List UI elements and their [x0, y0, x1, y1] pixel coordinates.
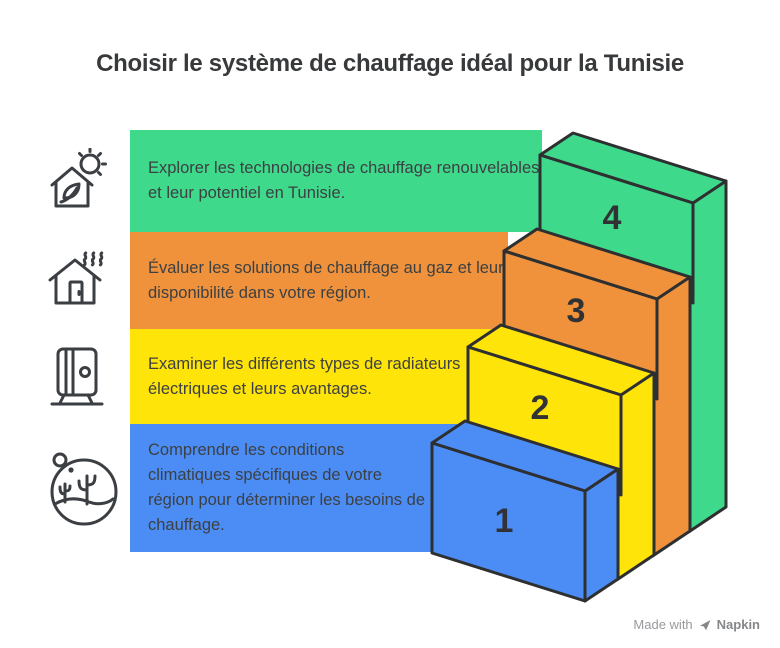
watermark-made-with: Made with [633, 617, 693, 632]
ground-line [53, 497, 115, 506]
radiator-feet [58, 393, 94, 405]
sun-rays [78, 148, 107, 176]
band-renewables: Explorer les technologies de chauffage r… [130, 130, 542, 232]
napkin-logo-icon [699, 619, 711, 630]
step-2-number: 2 [531, 389, 550, 427]
step-1 [430, 419, 620, 603]
climate-circle [50, 458, 118, 526]
eco-house-walls [54, 180, 90, 208]
heat-wave-icon [98, 251, 104, 267]
radiator-body [56, 347, 98, 397]
step-3-number: 3 [567, 292, 586, 330]
desert-climate-icon [50, 452, 118, 526]
house-door [68, 280, 84, 305]
band-radiators-text: Examiner les différents types de radiate… [148, 354, 461, 398]
watermark-brand: Napkin [716, 617, 760, 632]
cactus-large [77, 474, 97, 506]
heat-wave-icon [82, 251, 88, 267]
step-4-side [687, 179, 728, 534]
step-1-front [430, 441, 587, 603]
band-renewables-text: Explorer les technologies de chauffage r… [148, 159, 540, 202]
radiator-icon [50, 347, 104, 406]
radiator-knob [79, 366, 91, 378]
eco-house-sun-icon [50, 148, 107, 208]
band-gas: Évaluer les solutions de chauffage au ga… [130, 232, 508, 329]
band-gas-text: Évaluer les solutions de chauffage au ga… [148, 258, 504, 302]
small-sun-icon [52, 452, 68, 468]
sun-dot [68, 467, 74, 473]
step-3-side [651, 275, 692, 558]
band-climate-text: Comprendre les conditions climatiques sp… [148, 441, 425, 534]
leaf-stem [59, 186, 79, 204]
house-roof [48, 258, 102, 282]
radiator-panels [64, 348, 75, 396]
heating-house-icon [48, 251, 104, 305]
band-radiators: Examiner les différents types de radiate… [130, 329, 504, 424]
step-1-number: 1 [495, 502, 514, 540]
step-2-side [615, 371, 656, 582]
sun-icon [79, 153, 101, 175]
eco-house-roof [50, 166, 94, 187]
heat-wave-icon [90, 251, 96, 267]
step-4-number: 4 [603, 199, 622, 237]
band-climate: Comprendre les conditions climatiques sp… [130, 424, 470, 552]
page-title: Choisir le système de chauffage idéal po… [96, 50, 684, 77]
watermark: Made with Napkin [633, 617, 760, 632]
